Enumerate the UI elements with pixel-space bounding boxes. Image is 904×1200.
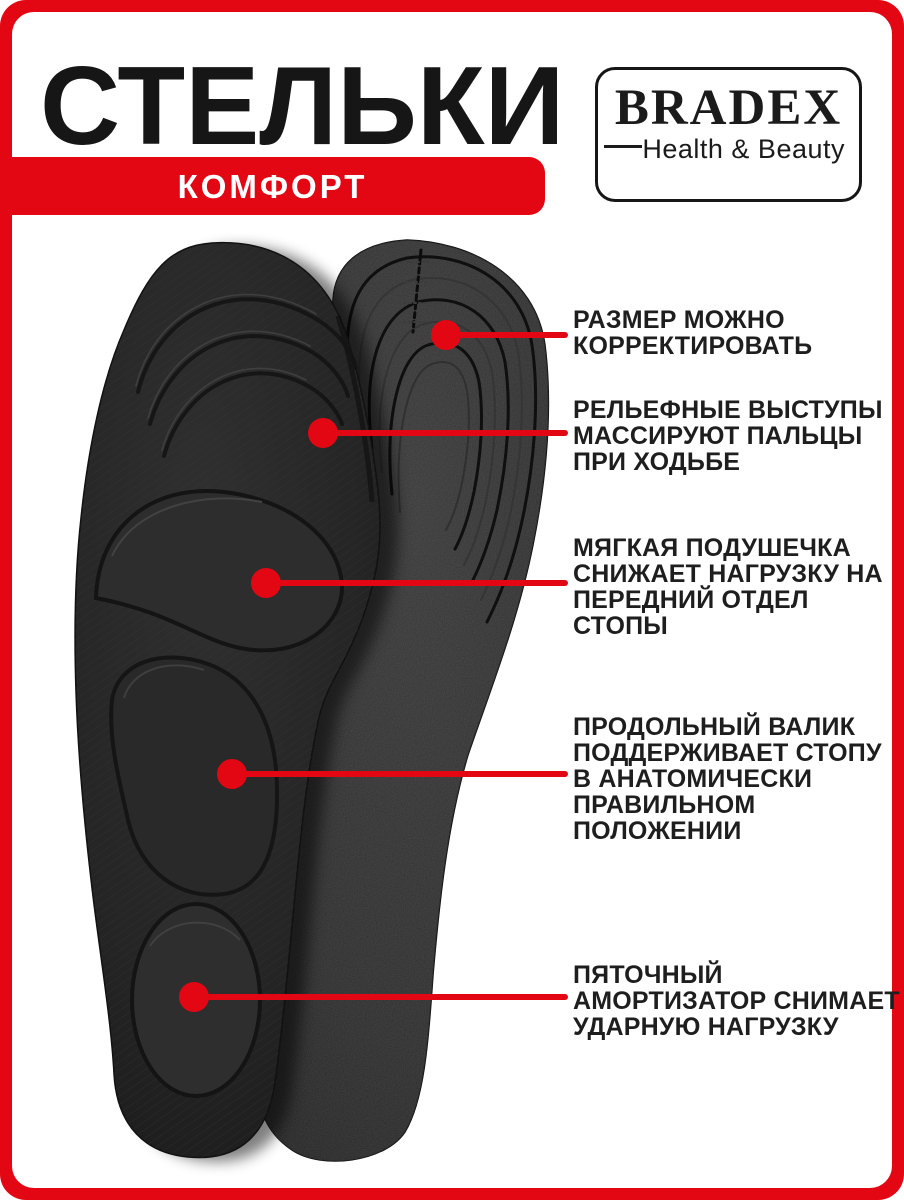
subtitle-banner-label: КОМФОРТ (177, 167, 368, 205)
stitch-seam (403, 248, 430, 334)
callout-line (232, 771, 568, 777)
callout-dot (251, 568, 281, 598)
right-insole (256, 239, 550, 1162)
callout-text: МЯГКАЯ ПОДУШЕЧКА СНИЖАЕТ НАГРУЗКУ НА ПЕР… (573, 534, 883, 640)
page-title: СТЕЛЬКИ (40, 44, 565, 168)
callout-text: ПРОДОЛЬНЫЙ ВАЛИК ПОДДЕРЖИВАЕТ СТОПУ В АН… (573, 713, 882, 845)
callout-line (446, 332, 568, 338)
toe-massage-ridges (135, 293, 358, 458)
callout-line (194, 994, 568, 1000)
callout-dot (217, 759, 247, 789)
edge-rim-line (335, 315, 375, 503)
callout-dot (431, 320, 461, 350)
right-insole-speckle-texture (256, 240, 549, 1162)
callout-line (266, 580, 568, 586)
subtitle-banner: КОМФОРТ (0, 157, 545, 215)
callout-dot (179, 982, 209, 1012)
left-insole (74, 241, 381, 1159)
callout-text: РЕЛЬЕФНЫЕ ВЫСТУПЫ МАССИРУЮТ ПАЛЬЦЫ ПРИ Х… (573, 396, 883, 476)
logo-dash-line (604, 145, 643, 149)
callout-line (323, 430, 568, 436)
toe-ridges (345, 255, 538, 624)
brand-tagline: Health & Beauty (642, 134, 845, 165)
brand-name: BRADEX (614, 80, 843, 136)
callout-dot (308, 418, 338, 448)
brand-logo: BRADEX Health & Beauty (595, 67, 862, 202)
arch-roll (109, 655, 280, 897)
brand-tagline-row: Health & Beauty (598, 136, 859, 163)
callout-text: РАЗМЕР МОЖНО КОРРЕКТИРОВАТЬ (573, 306, 813, 360)
callout-text: ПЯТОЧНЫЙ АМОРТИЗАТОР СНИМАЕТ УДАРНУЮ НАГ… (573, 961, 900, 1041)
